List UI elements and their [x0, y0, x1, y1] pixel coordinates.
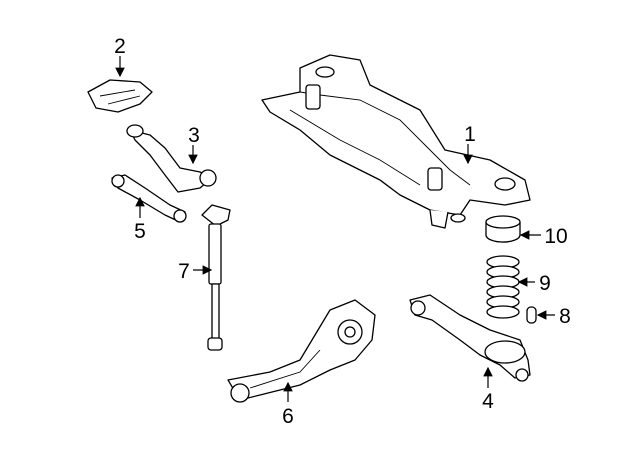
- bracket-part[interactable]: [87, 79, 153, 113]
- callout-1[interactable]: 1: [464, 123, 476, 146]
- spring-insulator-part[interactable]: [485, 215, 521, 243]
- shock-absorber-part[interactable]: [201, 204, 231, 351]
- trailing-arm-part[interactable]: [227, 299, 376, 403]
- crossmember-part[interactable]: [261, 54, 531, 229]
- callout-2[interactable]: 2: [114, 35, 126, 58]
- callout-8[interactable]: 8: [559, 305, 571, 328]
- bump-stop-part[interactable]: [526, 306, 537, 324]
- lower-control-arm-part[interactable]: [409, 294, 531, 382]
- callout-6[interactable]: 6: [282, 405, 294, 428]
- coil-spring-part[interactable]: [486, 255, 520, 319]
- callout-3[interactable]: 3: [188, 124, 200, 147]
- callout-4[interactable]: 4: [482, 390, 494, 413]
- upper-control-arm-part[interactable]: [126, 124, 217, 193]
- callout-7[interactable]: 7: [178, 260, 190, 283]
- callout-9[interactable]: 9: [539, 272, 551, 295]
- lateral-link-part[interactable]: [111, 174, 187, 223]
- callout-5[interactable]: 5: [134, 220, 146, 243]
- callout-10[interactable]: 10: [544, 225, 567, 248]
